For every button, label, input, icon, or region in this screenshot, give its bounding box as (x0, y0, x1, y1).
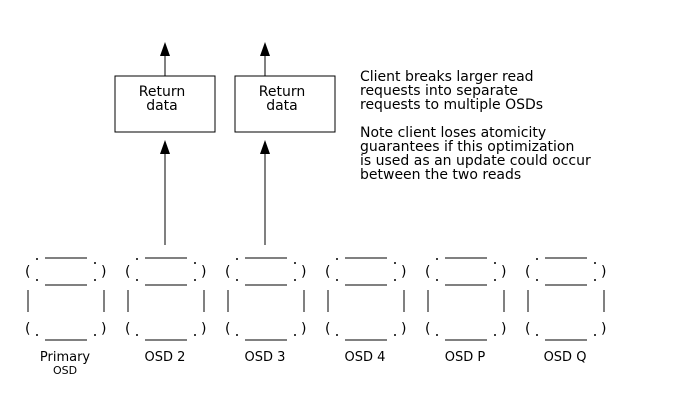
osd-label-4: OSD 4 (345, 350, 386, 365)
note-line-1: Client breaks larger read (360, 69, 534, 85)
osd-cylinder-4: () () OSD 4 (325, 257, 406, 365)
osd-label-3: OSD 3 (245, 350, 286, 365)
svg-text:): ) (201, 321, 206, 337)
note-line-7: is used as an update could occur (360, 153, 591, 169)
return-arrow-1 (160, 42, 170, 76)
osd-label-5: OSD P (445, 350, 486, 365)
return-data-box-1: Return data (114, 75, 216, 133)
osd-label-2: OSD 2 (145, 350, 186, 365)
svg-text:(: ( (225, 264, 230, 280)
svg-text:(: ( (325, 321, 330, 337)
return-data-box-2: Return data (234, 75, 336, 133)
note-line-2: requests into separate (360, 83, 518, 99)
svg-text:): ) (401, 264, 406, 280)
note-line-8: between the two reads (360, 167, 521, 183)
svg-text:): ) (401, 321, 406, 337)
osd-label-1: Primary (40, 350, 91, 365)
return-arrow-2 (260, 42, 270, 76)
osd-label-6: OSD Q (544, 350, 587, 365)
svg-text:): ) (301, 264, 306, 280)
read-arrow-osd3 (260, 140, 270, 245)
svg-text:): ) (501, 321, 506, 337)
svg-text:(: ( (425, 321, 430, 337)
svg-text:): ) (101, 264, 106, 280)
note-line-3: requests to multiple OSDs (360, 97, 543, 113)
svg-text:(: ( (325, 264, 330, 280)
read-arrow-osd2 (160, 140, 170, 245)
svg-text:(: ( (125, 264, 130, 280)
osd-cylinder-6: () () OSD Q (525, 257, 606, 365)
svg-text:): ) (101, 321, 106, 337)
return-box-1-line2: data (146, 98, 178, 114)
note-line-5: Note client loses atomicity (360, 125, 546, 141)
svg-text:(: ( (525, 321, 530, 337)
osd-cylinder-2: () () OSD 2 (125, 257, 206, 365)
osd-cylinder-5: () () OSD P (425, 257, 506, 365)
osd-sublabel-1: OSD (53, 364, 77, 377)
svg-text:(: ( (25, 264, 30, 280)
return-box-1-line1: Return (139, 84, 185, 100)
svg-text:(: ( (525, 264, 530, 280)
return-box-2-line2: data (266, 98, 298, 114)
notes-text: Client breaks larger read requests into … (360, 69, 591, 183)
svg-text:): ) (601, 264, 606, 280)
osd-cylinder-3: () () OSD 3 (225, 257, 306, 365)
svg-text:): ) (201, 264, 206, 280)
svg-text:(: ( (225, 321, 230, 337)
svg-text:): ) (601, 321, 606, 337)
svg-text:(: ( (25, 321, 30, 337)
svg-text:(: ( (425, 264, 430, 280)
return-box-2-line1: Return (259, 84, 305, 100)
note-line-6: guarantees if this optimization (360, 139, 574, 155)
svg-text:(: ( (125, 321, 130, 337)
svg-text:): ) (301, 321, 306, 337)
svg-text:): ) (501, 264, 506, 280)
